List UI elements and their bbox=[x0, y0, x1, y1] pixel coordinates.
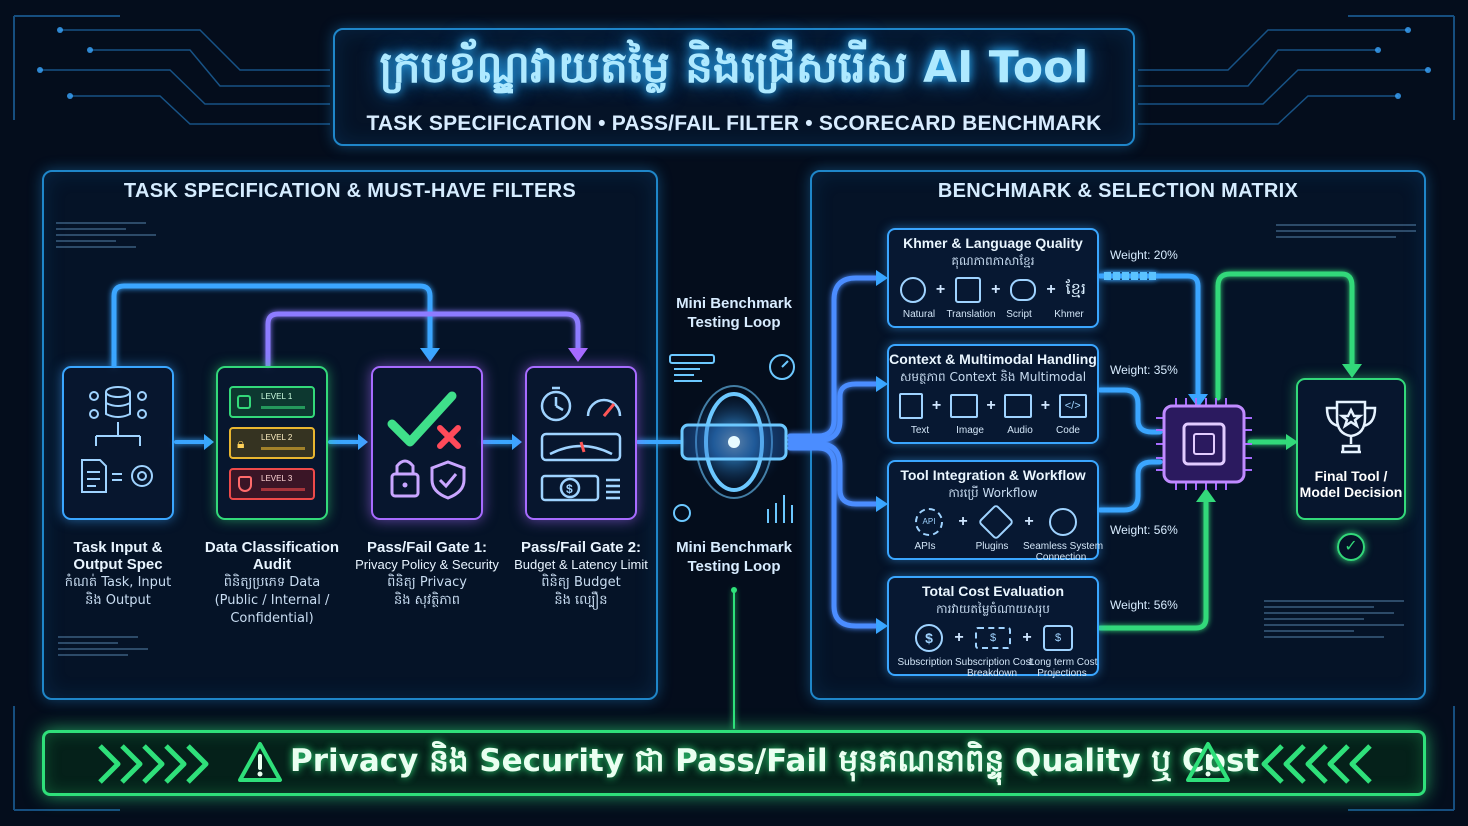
khmer-glyph: ខ្មែរ bbox=[1065, 279, 1086, 298]
task-spec-icon bbox=[81, 386, 153, 493]
data-text-decoration bbox=[56, 222, 166, 252]
weight-bar bbox=[1104, 272, 1156, 280]
text-doc-icon bbox=[899, 393, 924, 419]
coin-stack-icon: $ bbox=[1043, 625, 1073, 651]
data-text-decoration bbox=[1276, 224, 1416, 242]
weight-khmer-quality: Weight: 20% bbox=[1110, 248, 1178, 262]
title-frame bbox=[333, 28, 1135, 146]
testing-loop-portal-icon[interactable] bbox=[664, 345, 804, 535]
step-task-input-label: Task Input &Output Spec កំណត់ Task, Inpu… bbox=[64, 539, 172, 608]
chevrons-left-icon bbox=[1261, 744, 1372, 784]
level-1-badge: LEVEL 1 bbox=[229, 386, 315, 418]
code-icon: </> bbox=[1058, 394, 1087, 418]
api-gear-icon: API bbox=[915, 508, 943, 536]
shield-icon bbox=[238, 476, 252, 492]
task-spec-panel-title: TASK SPECIFICATION & MUST-HAVE FILTERS bbox=[123, 180, 577, 202]
svg-text:$: $ bbox=[566, 482, 573, 496]
image-icon bbox=[949, 394, 978, 418]
database-icon bbox=[237, 395, 251, 409]
level-1-label: LEVEL 1 bbox=[261, 392, 293, 401]
data-text-decoration bbox=[58, 636, 168, 660]
chevrons-right-icon bbox=[98, 744, 209, 784]
dollar-coin-icon: $ bbox=[915, 624, 943, 652]
audio-icon bbox=[1004, 394, 1033, 418]
data-text-decoration bbox=[1264, 600, 1414, 642]
level-2-badge: 🔒︎ LEVEL 2 bbox=[229, 427, 315, 459]
step-privacy-gate-label: Pass/Fail Gate 1:Privacy Policy & Securi… bbox=[355, 539, 499, 608]
lock-icon: 🔒︎ bbox=[237, 435, 245, 451]
criterion-total-cost[interactable]: Total Cost Evaluation ការវាយតម្លៃចំណាយសរ… bbox=[887, 576, 1099, 679]
weight-tool-integration: Weight: 56% bbox=[1110, 523, 1178, 537]
globe-icon bbox=[899, 277, 926, 303]
level-3-badge: LEVEL 3 bbox=[229, 468, 315, 500]
network-connection-icon bbox=[1049, 508, 1077, 536]
page-subtitle: TASK SPECIFICATION • PASS/FAIL FILTER • … bbox=[366, 112, 1102, 135]
criterion-context-multimodal[interactable]: Context & Multimodal Handling សមត្ថភាព C… bbox=[887, 344, 1099, 444]
warning-icon bbox=[238, 742, 282, 782]
warning-icon bbox=[1186, 742, 1230, 782]
level-3-label: LEVEL 3 bbox=[261, 474, 293, 483]
script-bubble-icon bbox=[1010, 279, 1037, 301]
benchmark-panel-title: BENCHMARK & SELECTION MATRIX bbox=[937, 180, 1299, 202]
step-budget-gate-label: Pass/Fail Gate 2:Budget & Latency Limit … bbox=[514, 539, 648, 608]
scoring-chip-icon bbox=[1156, 398, 1252, 490]
budget-latency-icon: $ bbox=[540, 386, 622, 502]
trophy-icon bbox=[1325, 400, 1377, 454]
level-2-label: LEVEL 2 bbox=[261, 433, 293, 442]
page-title: ក្របខ័ណ្ឌវាយតម្លៃ និងជ្រើសរើស AI Tool bbox=[379, 42, 1089, 93]
criterion-tool-integration[interactable]: Tool Integration & Workflow ការប្រើ Work… bbox=[887, 460, 1103, 563]
banknote-icon: $ bbox=[975, 627, 1011, 649]
weight-context-multimodal: Weight: 35% bbox=[1110, 363, 1178, 377]
weight-total-cost: Weight: 56% bbox=[1110, 598, 1178, 612]
final-decision-label: Final Tool /Model Decision bbox=[1299, 468, 1403, 500]
translate-icon bbox=[955, 277, 982, 303]
privacy-gate-card[interactable] bbox=[371, 366, 483, 520]
criterion-khmer-quality[interactable]: Khmer & Language Quality គុណភាពភាសាខ្មែរ… bbox=[887, 228, 1099, 328]
plugin-puzzle-icon bbox=[977, 503, 1015, 541]
privacy-rule-text: Privacy និង Security ជា Pass/Fail មុនគណន… bbox=[290, 743, 1260, 779]
check-circle-icon: ✓ bbox=[1337, 533, 1365, 561]
pass-fail-icon bbox=[387, 391, 466, 500]
task-input-card[interactable] bbox=[62, 366, 174, 520]
